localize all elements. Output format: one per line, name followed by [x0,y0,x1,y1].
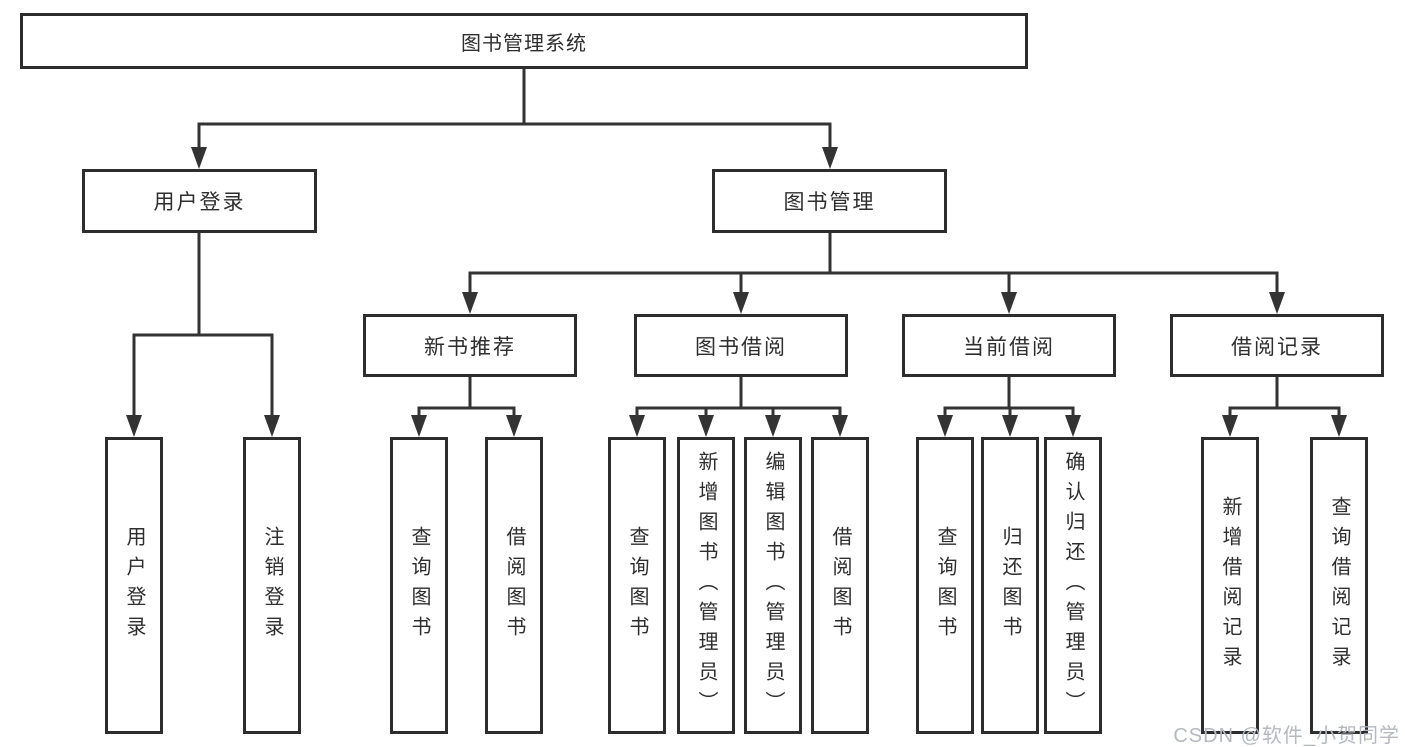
leaf-return-books: 归还图书 [981,437,1039,734]
leaf-label: 编辑图书（管理员） [762,450,784,721]
leaf-user-login: 用户登录 [105,437,163,734]
leaf-query-books-borrow: 查询图书 [608,437,666,734]
csdn-watermark: CSDN @软件_小贺同学 [1173,725,1400,747]
arrowhead-down-icon [1065,415,1081,437]
leaf-add-books-admin: 新增图书（管理员） [677,437,735,734]
leaf-borrow-books-newbook: 借阅图书 [485,437,543,734]
leaf-label: 注销登录 [261,525,283,646]
leaf-label: 查询图书 [408,525,430,646]
leaf-add-borrow-record: 新增借阅记录 [1201,437,1259,734]
node-label: 图书借阅 [695,335,787,359]
arrowhead-down-icon [191,147,207,169]
node-label: 图书管理 [783,191,876,214]
leaf-borrow-books-borrow: 借阅图书 [811,437,869,734]
leaf-label: 确认归还（管理员） [1062,450,1084,721]
leaf-query-books-newbook: 查询图书 [390,437,448,734]
node-label: 图书管理系统 [461,32,587,55]
arrowhead-down-icon [1002,415,1018,437]
arrowhead-down-icon [264,415,280,437]
arrowhead-down-icon [1222,415,1238,437]
arrowhead-down-icon [1001,292,1017,314]
arrowhead-down-icon [1331,415,1347,437]
arrowhead-down-icon [411,415,427,437]
leaf-edit-books-admin: 编辑图书（管理员） [744,437,802,734]
node-label: 当前借阅 [963,335,1055,359]
arrowhead-down-icon [629,415,645,437]
node-current-borrowing: 当前借阅 [902,314,1116,377]
leaf-label: 查询借阅记录 [1328,495,1350,676]
leaf-query-books-current: 查询图书 [916,437,974,734]
node-user-login: 用户登录 [82,169,317,233]
node-book-borrowing: 图书借阅 [634,314,848,377]
arrowhead-down-icon [765,415,781,437]
leaf-label: 归还图书 [999,525,1021,646]
node-borrowing-records: 借阅记录 [1170,314,1384,377]
leaf-label: 查询图书 [626,525,648,646]
arrowhead-down-icon [822,147,838,169]
leaf-label: 借阅图书 [829,525,851,646]
arrowhead-down-icon [733,292,749,314]
arrowhead-down-icon [832,415,848,437]
node-new-book-recommend: 新书推荐 [363,314,577,377]
leaf-label: 新增图书（管理员） [695,450,717,721]
node-label: 借阅记录 [1231,335,1323,359]
arrowhead-down-icon [506,415,522,437]
leaf-logout: 注销登录 [243,437,301,734]
leaf-confirm-return-admin: 确认归还（管理员） [1044,437,1102,734]
leaf-label: 借阅图书 [503,525,525,646]
arrowhead-down-icon [1269,292,1285,314]
node-book-management: 图书管理 [712,169,947,233]
node-label: 用户登录 [153,191,246,214]
node-label: 新书推荐 [424,335,516,359]
arrowhead-down-icon [126,415,142,437]
leaf-label: 查询图书 [934,525,956,646]
arrowhead-down-icon [698,415,714,437]
leaf-query-borrow-record: 查询借阅记录 [1310,437,1368,734]
leaf-label: 用户登录 [123,525,145,646]
leaf-label: 新增借阅记录 [1219,495,1241,676]
arrowhead-down-icon [462,292,478,314]
node-library-management-system: 图书管理系统 [20,13,1028,69]
arrowhead-down-icon [937,415,953,437]
